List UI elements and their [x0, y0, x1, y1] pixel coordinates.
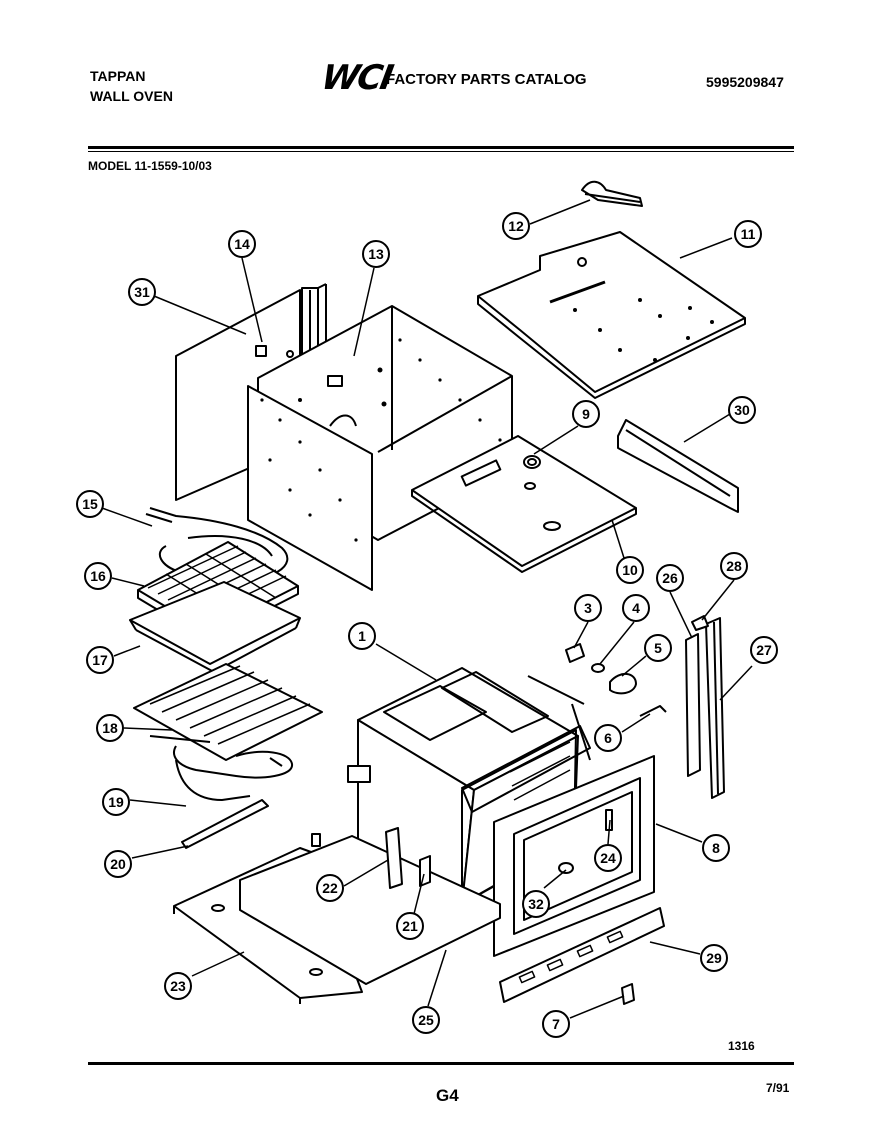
leader-lines — [101, 199, 753, 1019]
callout-20: 20 — [104, 850, 132, 878]
svg-text:32: 32 — [528, 896, 544, 912]
callout-15: 15 — [76, 490, 104, 518]
catalog-title: FACTORY PARTS CATALOG — [386, 71, 587, 88]
header-rule-bottom — [88, 151, 794, 152]
svg-text:31: 31 — [134, 284, 150, 300]
callout-28: 28 — [720, 552, 748, 580]
callout-1: 1 — [348, 622, 376, 650]
callout-16: 16 — [84, 562, 112, 590]
svg-text:9: 9 — [582, 406, 590, 422]
figure-number: 1316 — [728, 1039, 755, 1053]
svg-text:22: 22 — [322, 880, 338, 896]
callout-19: 19 — [102, 788, 130, 816]
svg-text:28: 28 — [726, 558, 742, 574]
callout-7: 7 — [542, 1010, 570, 1038]
callout-22: 22 — [316, 874, 344, 902]
svg-text:8: 8 — [712, 840, 720, 856]
part-bracket-22 — [385, 827, 403, 889]
svg-text:27: 27 — [756, 642, 772, 658]
svg-text:13: 13 — [368, 246, 384, 262]
header-rule-top — [88, 146, 794, 149]
callout-3: 3 — [574, 594, 602, 622]
part-switches — [565, 643, 667, 717]
callouts: 31 14 13 12 11 9 30 10 15 16 17 18 19 20… — [76, 212, 778, 1038]
svg-text:15: 15 — [82, 496, 98, 512]
part-top-panel — [477, 231, 746, 399]
date-code: 7/91 — [766, 1081, 790, 1095]
callout-6: 6 — [594, 724, 622, 752]
svg-text:29: 29 — [706, 950, 722, 966]
callout-10: 10 — [616, 556, 644, 584]
header-product: WALL OVEN — [90, 88, 173, 104]
page-number: G4 — [436, 1086, 459, 1105]
callout-23: 23 — [164, 972, 192, 1000]
svg-text:12: 12 — [508, 218, 524, 234]
footer-rule — [88, 1062, 794, 1065]
svg-text:10: 10 — [622, 562, 638, 578]
callout-32: 32 — [522, 890, 550, 918]
part-oven-cavity — [347, 667, 591, 905]
callout-4: 4 — [622, 594, 650, 622]
svg-text:25: 25 — [418, 1012, 434, 1028]
svg-text:30: 30 — [734, 402, 750, 418]
callout-5: 5 — [644, 634, 672, 662]
part-clip-7 — [621, 983, 635, 1005]
callout-27: 27 — [750, 636, 778, 664]
model-number: MODEL 11-1559-10/03 — [88, 159, 212, 173]
part-oven-rack — [133, 663, 323, 761]
svg-text:4: 4 — [632, 600, 640, 616]
part-trim-clip — [691, 615, 709, 631]
svg-text:17: 17 — [92, 652, 108, 668]
svg-text:14: 14 — [234, 236, 250, 252]
part-element-bracket — [181, 799, 269, 849]
callout-29: 29 — [700, 944, 728, 972]
svg-text:6: 6 — [604, 730, 612, 746]
svg-text:11: 11 — [741, 226, 756, 242]
part-top-bracket — [581, 180, 643, 207]
svg-text:1: 1 — [358, 628, 366, 644]
svg-text:7: 7 — [552, 1016, 560, 1032]
svg-text:18: 18 — [102, 720, 118, 736]
part-bottom-panel — [411, 435, 637, 573]
callout-26: 26 — [656, 564, 684, 592]
part-side-trim-left — [685, 633, 701, 777]
callout-12: 12 — [502, 212, 530, 240]
part-front-rail — [617, 419, 739, 513]
callout-18: 18 — [96, 714, 124, 742]
part-front-panel — [499, 907, 665, 1003]
callout-30: 30 — [728, 396, 756, 424]
svg-text:24: 24 — [600, 850, 616, 866]
callout-9: 9 — [572, 400, 600, 428]
svg-text:5: 5 — [654, 640, 662, 656]
svg-text:16: 16 — [90, 568, 106, 584]
part-knob-32 — [558, 862, 574, 874]
svg-text:23: 23 — [170, 978, 186, 994]
svg-text:21: 21 — [402, 918, 418, 934]
catalog-number: 5995209847 — [706, 74, 784, 90]
callout-21: 21 — [396, 912, 424, 940]
part-side-trim-right — [705, 617, 725, 799]
part-kick-panel — [173, 833, 501, 1004]
svg-text:26: 26 — [662, 570, 678, 586]
callout-31: 31 — [128, 278, 156, 306]
callout-13: 13 — [362, 240, 390, 268]
callout-11: 11 — [734, 220, 762, 248]
callout-17: 17 — [86, 646, 114, 674]
callout-25: 25 — [412, 1006, 440, 1034]
part-broil-element — [145, 507, 289, 582]
svg-text:19: 19 — [108, 794, 124, 810]
svg-text:20: 20 — [110, 856, 126, 872]
svg-text:3: 3 — [584, 600, 592, 616]
callout-24: 24 — [594, 844, 622, 872]
part-bake-element — [173, 745, 293, 801]
callout-8: 8 — [702, 834, 730, 862]
callout-14: 14 — [228, 230, 256, 258]
header-brand: TAPPAN — [90, 68, 146, 84]
